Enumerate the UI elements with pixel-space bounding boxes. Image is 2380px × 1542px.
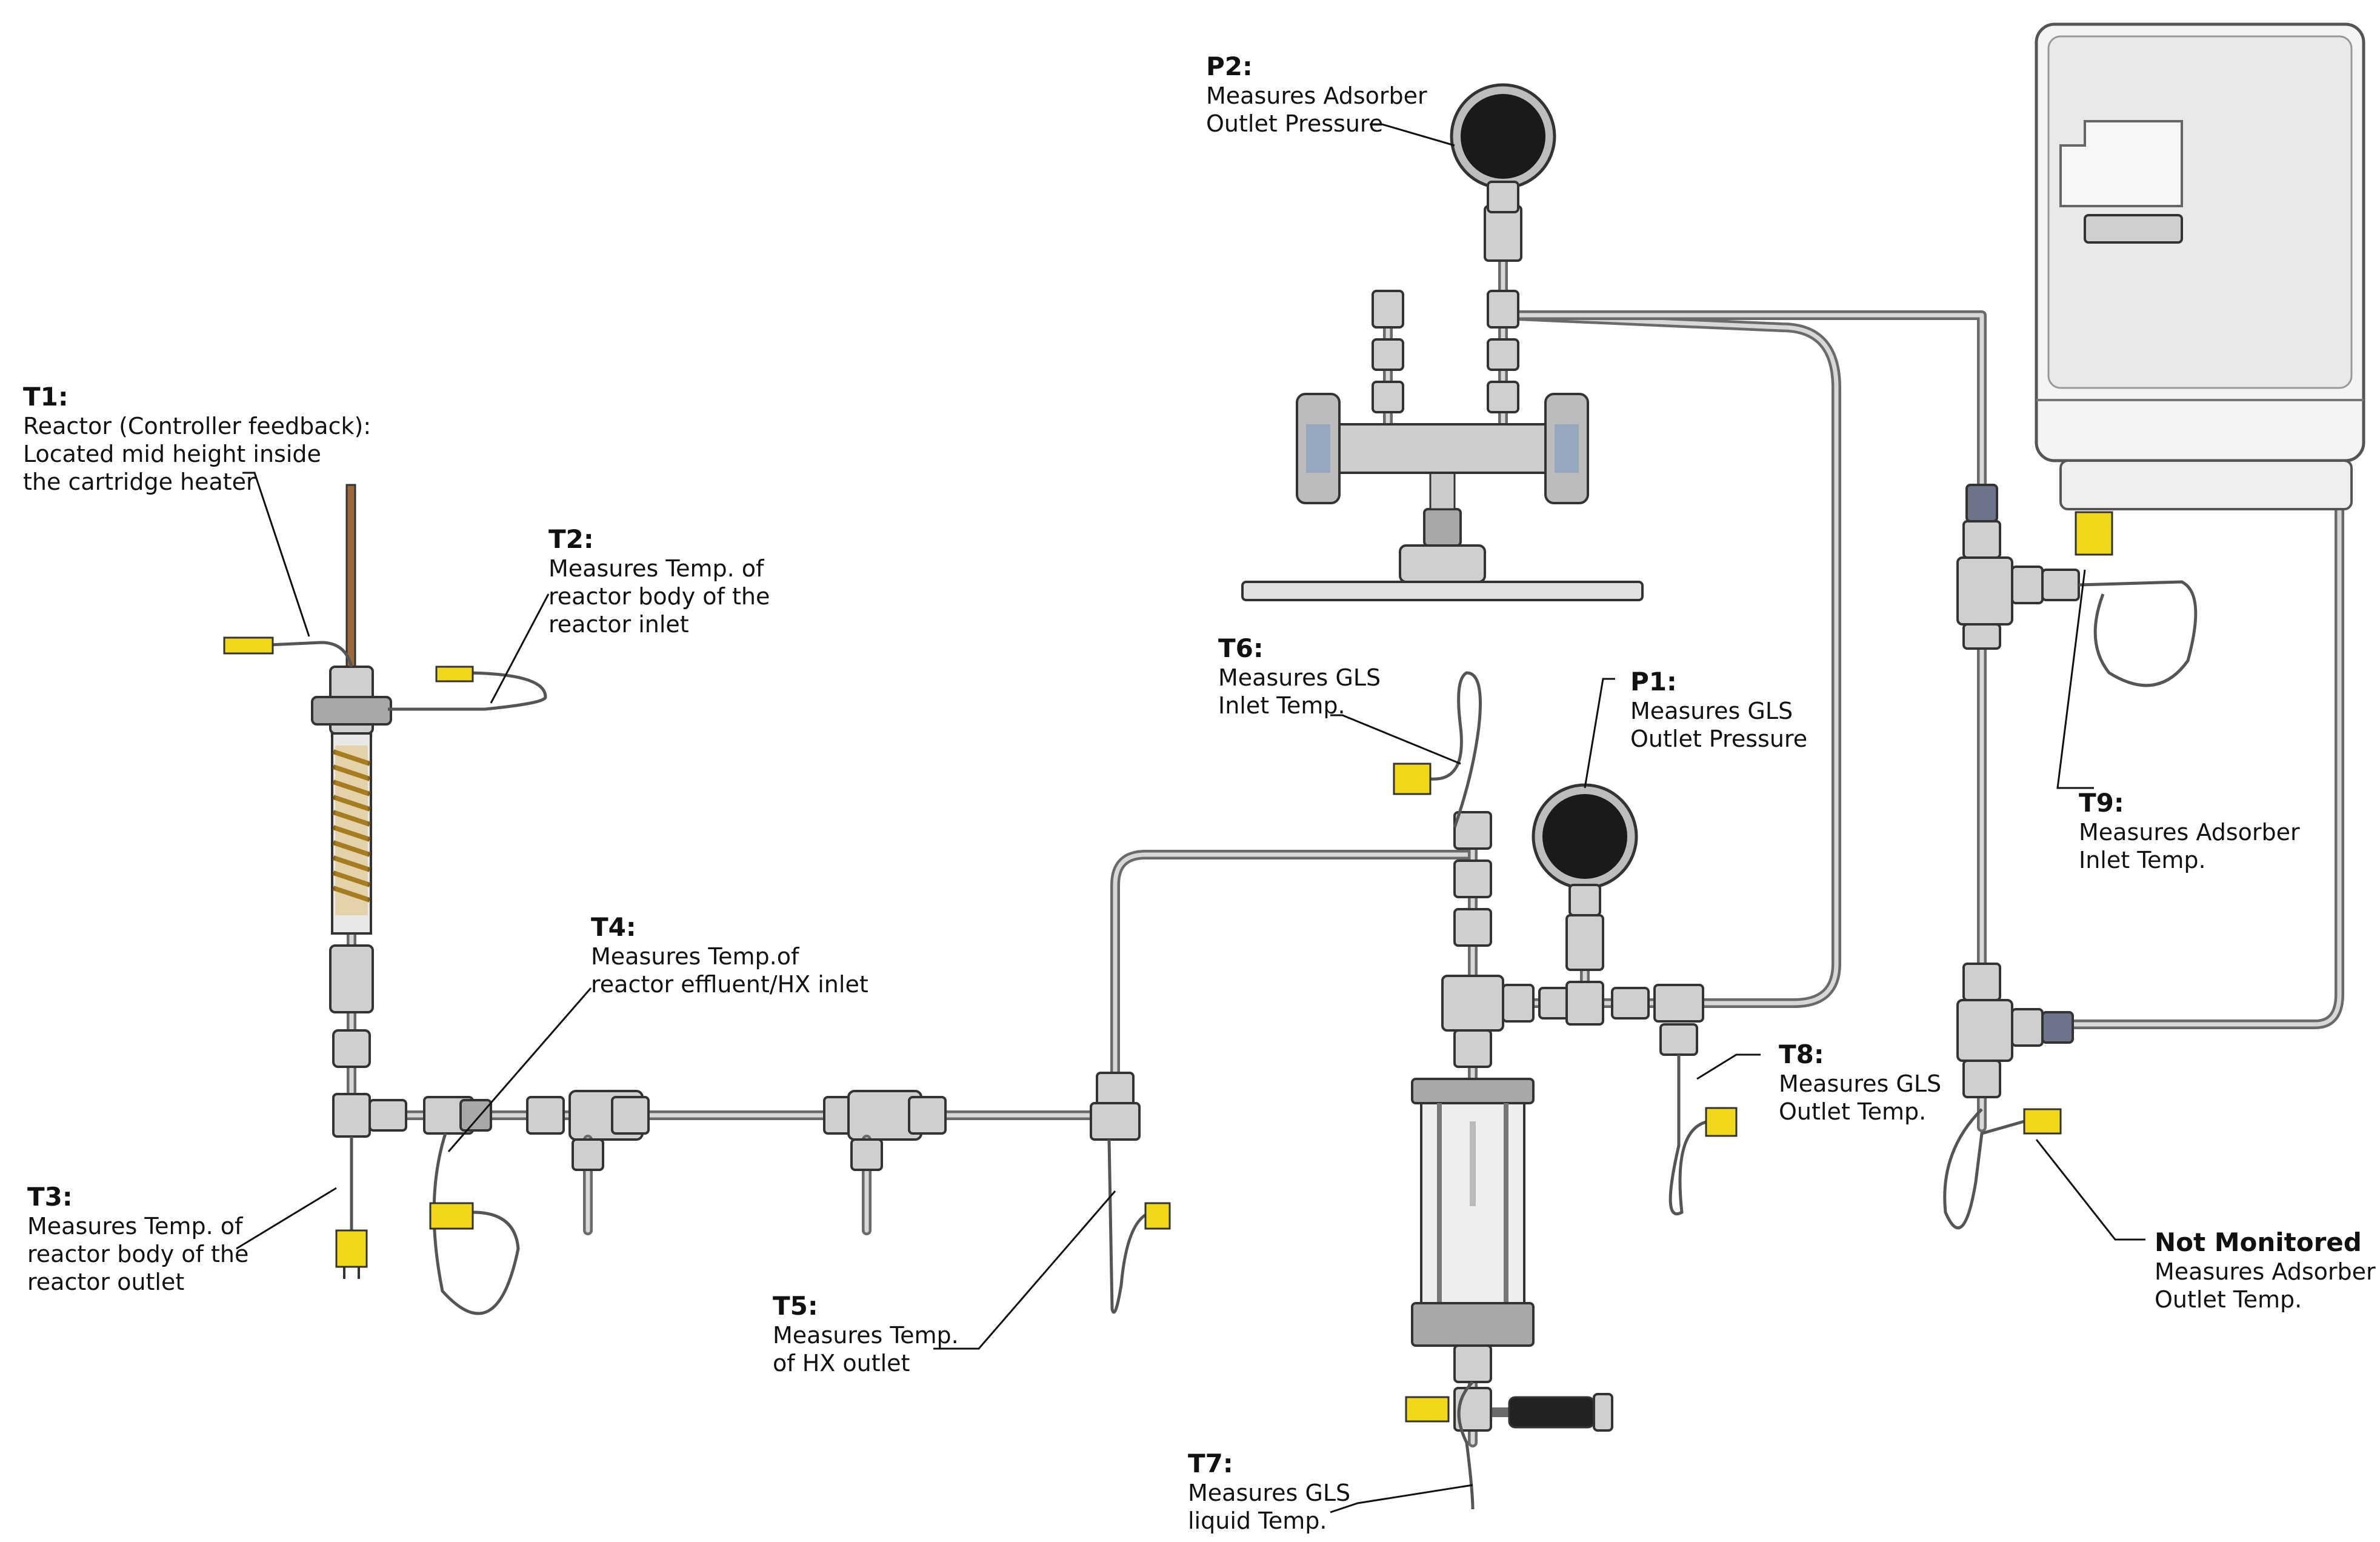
t1-line: the cartridge heater xyxy=(23,469,256,495)
t2-label: T2: Measures Temp. of reactor body of th… xyxy=(548,524,770,638)
t2-thermocouple-plug xyxy=(435,666,474,683)
t4-label: T4: Measures Temp.of reactor effluent/HX… xyxy=(591,912,868,998)
t1-id: T1: xyxy=(23,382,68,412)
t7-line: liquid Temp. xyxy=(1188,1507,1327,1534)
t9-line: Inlet Temp. xyxy=(2079,847,2206,873)
t4-line: reactor effluent/HX inlet xyxy=(591,971,868,998)
nm-thermocouple-plug xyxy=(2023,1108,2062,1135)
t1-line: Located mid height inside xyxy=(23,441,321,467)
t5-label: T5: Measures Temp. of HX outlet xyxy=(773,1291,959,1377)
t2-id: T2: xyxy=(548,524,594,554)
t9-thermocouple-plug xyxy=(2075,511,2113,556)
t1-line: Reactor (Controller feedback): xyxy=(23,413,372,439)
t3-t4-t5-probes xyxy=(335,1133,1171,1315)
t6-label: T6: Measures GLS Inlet Temp. xyxy=(1218,633,1381,719)
controller-enclosure xyxy=(2035,22,2365,510)
t3-line: Measures Temp. of xyxy=(27,1213,243,1240)
t4-id: T4: xyxy=(591,912,636,942)
main-line-fittings xyxy=(332,1072,1141,1235)
nm-line: Outlet Temp. xyxy=(2155,1286,2302,1313)
t3-id: T3: xyxy=(27,1182,73,1212)
t5-line: of HX outlet xyxy=(773,1350,910,1377)
t4-line: Measures Temp.of xyxy=(591,943,799,970)
reactor xyxy=(311,484,392,1068)
t8-line: Outlet Temp. xyxy=(1779,1098,1927,1125)
t3-label: T3: Measures Temp. of reactor body of th… xyxy=(27,1182,248,1296)
t8-thermocouple-plug xyxy=(1705,1107,1738,1137)
p1-id: P1: xyxy=(1630,667,1677,696)
t9-label: T9: Measures Adsorber Inlet Temp. xyxy=(2079,788,2300,874)
t9-line: Measures Adsorber xyxy=(2079,819,2300,846)
t8-label: T8: Measures GLS Outlet Temp. xyxy=(1779,1040,1941,1126)
t9-id: T9: xyxy=(2079,788,2124,818)
t4-thermocouple-plug xyxy=(429,1202,474,1230)
t1-label: T1: Reactor (Controller feedback): Locat… xyxy=(23,382,371,496)
t5-id: T5: xyxy=(773,1291,818,1321)
p1-label: P1: Measures GLS Outlet Pressure xyxy=(1630,667,1807,753)
t5-line: Measures Temp. xyxy=(773,1322,959,1349)
t2-line: reactor inlet xyxy=(548,611,689,638)
adsorber-column xyxy=(1943,484,2198,1230)
t3-line: reactor outlet xyxy=(27,1269,185,1295)
p2-label: P2: Measures Adsorber Outlet Pressure xyxy=(1206,52,1427,138)
t6-line: Measures GLS xyxy=(1218,664,1381,691)
adsorber-vessel xyxy=(1241,205,1644,601)
p2-pressure-gauge xyxy=(1450,83,1556,213)
t7-thermocouple-plug xyxy=(1405,1396,1450,1423)
nm-line: Measures Adsorber xyxy=(2155,1258,2376,1285)
t7-line: Measures GLS xyxy=(1188,1480,1351,1506)
leader-lines xyxy=(236,123,2145,1514)
t2-line: reactor body of the xyxy=(548,583,770,610)
t6-t7-t8-probes xyxy=(1393,671,1738,1510)
gas-liquid-separator xyxy=(1411,811,1704,1432)
t6-id: T6: xyxy=(1218,633,1264,663)
p2-id: P2: xyxy=(1206,52,1253,81)
t7-label: T7: Measures GLS liquid Temp. xyxy=(1188,1449,1350,1535)
t6-thermocouple-plug xyxy=(1393,763,1432,795)
t7-id: T7: xyxy=(1188,1449,1233,1478)
t8-id: T8: xyxy=(1779,1040,1824,1069)
t2-line: Measures Temp. of xyxy=(548,555,764,582)
t1-t2-wires xyxy=(223,636,547,711)
t1-thermocouple-plug xyxy=(223,636,274,655)
p2-line: Outlet Pressure xyxy=(1206,110,1384,137)
p2-line: Measures Adsorber xyxy=(1206,82,1427,109)
t3-line: reactor body of the xyxy=(27,1241,249,1267)
t3-thermocouple-plug xyxy=(335,1229,368,1268)
not-monitored-label: Not Monitored Measures Adsorber Outlet T… xyxy=(2155,1227,2376,1313)
nm-id: Not Monitored xyxy=(2155,1227,2362,1257)
p1-line: Outlet Pressure xyxy=(1630,726,1808,752)
p1-pressure-gauge xyxy=(1532,783,1638,916)
t6-line: Inlet Temp. xyxy=(1218,692,1345,719)
p1-line: Measures GLS xyxy=(1630,698,1793,724)
t8-line: Measures GLS xyxy=(1779,1070,1942,1097)
t5-thermocouple-plug xyxy=(1144,1202,1171,1230)
